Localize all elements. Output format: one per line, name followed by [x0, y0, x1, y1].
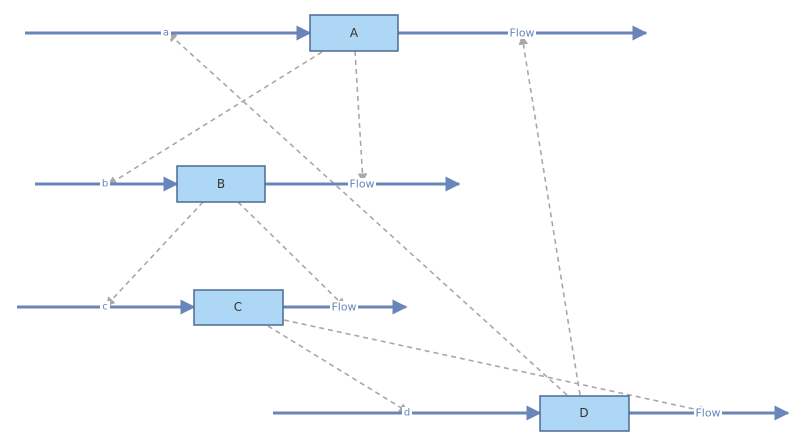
port-d-label-bg: [402, 407, 412, 419]
port-c-label: c: [102, 302, 108, 313]
dependency-b-to-c-input: [105, 201, 204, 307]
flow-d-label-bg: [694, 407, 722, 419]
flow-c-label-bg: [330, 301, 358, 313]
flow-b-label: Flow: [349, 178, 374, 191]
node-d-box[interactable]: [539, 395, 630, 432]
port-a-label-bg: [161, 27, 171, 39]
port-c-label-bg: [100, 301, 110, 313]
node-c-box[interactable]: [193, 289, 284, 326]
port-a-label: a: [163, 28, 169, 39]
node-a-label: A: [350, 26, 359, 40]
dependency-b-to-c-flow: [237, 201, 346, 308]
node-c-label: C: [234, 300, 242, 314]
dependency-a-to-b-flow: [354, 50, 368, 183]
node-b-label: B: [217, 177, 225, 191]
port-b-label: b: [102, 179, 108, 190]
flow-a-label-bg: [508, 27, 536, 39]
flow-d-label: Flow: [695, 407, 720, 420]
dependency-c-to-d-input: [267, 325, 409, 413]
node-d-label: D: [579, 406, 588, 420]
dependency-d-to-a-input: [167, 32, 568, 396]
dependency-a-to-b-input: [107, 51, 323, 186]
dependency-d-to-a-flow: [518, 35, 581, 396]
node-a-box[interactable]: [309, 14, 399, 52]
flow-b-label-bg: [348, 178, 376, 190]
flow-c-label: Flow: [331, 301, 356, 314]
flow-a-label: Flow: [509, 27, 534, 40]
node-b-box[interactable]: [176, 165, 266, 203]
port-d-label: d: [404, 408, 410, 419]
dependency-c-to-d-flow: [283, 319, 709, 415]
port-b-label-bg: [100, 178, 110, 190]
